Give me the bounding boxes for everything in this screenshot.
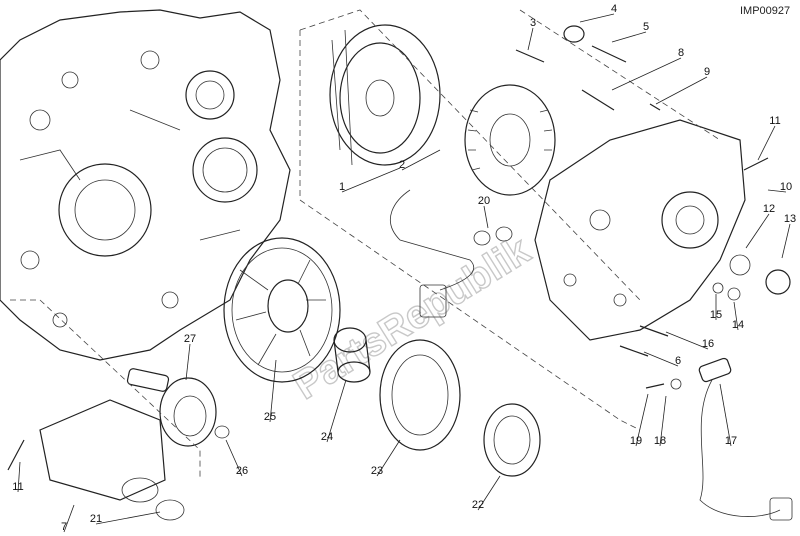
stator — [389, 84, 556, 318]
callout-label-26: 26 — [236, 465, 248, 477]
callout-leader-18 — [659, 395, 667, 447]
crankcase-half — [0, 9, 291, 361]
callout-leader-4 — [579, 13, 615, 23]
watermark-text: PartsRepublik — [286, 228, 538, 408]
starter-gear — [223, 237, 341, 383]
callout-label-3: 3 — [530, 17, 536, 29]
diagram-code: IMP00927 — [740, 5, 790, 17]
callouts: 1234567891011111213141516171819202122232… — [12, 3, 796, 533]
callout-leader-1 — [341, 167, 401, 193]
starter-motor — [7, 399, 185, 521]
callout-leader-11 — [757, 125, 776, 161]
callout-leader-3 — [527, 27, 534, 51]
callout-label-13: 13 — [784, 213, 796, 225]
callout-label-19: 19 — [630, 435, 642, 447]
callout-label-16: 16 — [702, 338, 714, 350]
callout-leader-8 — [611, 57, 682, 91]
callout-leader-27 — [185, 343, 191, 381]
callout-leader-5 — [611, 31, 647, 43]
assembly-lines — [10, 9, 721, 480]
callout-leader-25 — [269, 359, 277, 423]
bushing — [333, 327, 371, 383]
callout-label-18: 18 — [654, 435, 666, 447]
callout-label-4: 4 — [611, 3, 617, 15]
generator-cover — [534, 119, 746, 341]
callout-leader-17 — [719, 383, 732, 447]
callout-label-7: 7 — [61, 521, 67, 533]
callout-label-12: 12 — [763, 203, 775, 215]
callout-leader-20 — [483, 205, 489, 229]
idler-gear — [126, 368, 230, 447]
callout-leader-23 — [376, 439, 401, 477]
callout-leader-16 — [665, 331, 709, 350]
callout-label-10: 10 — [780, 181, 792, 193]
callout-leader-26 — [225, 439, 243, 477]
callout-leader-7 — [63, 504, 75, 533]
freewheel — [483, 403, 541, 477]
callout-label-14: 14 — [732, 319, 744, 331]
callout-label-8: 8 — [678, 47, 684, 59]
callout-label-11: 11 — [769, 115, 780, 127]
callout-leader-6 — [643, 351, 679, 367]
callout-leader-21 — [95, 511, 161, 525]
callout-label-25: 25 — [264, 411, 276, 423]
callout-leader-24 — [326, 379, 347, 443]
callout-leader-10 — [767, 189, 787, 193]
callout-label-22: 22 — [472, 499, 484, 511]
callout-label-9: 9 — [704, 66, 710, 78]
pickup-sensor — [698, 357, 793, 521]
callout-leader-2 — [401, 149, 441, 171]
flywheel-rotor — [329, 24, 441, 166]
callout-label-1: 1 — [339, 181, 345, 193]
fasteners — [473, 25, 791, 390]
callout-label-5: 5 — [643, 21, 649, 33]
callout-label-17: 17 — [725, 435, 737, 447]
callout-leader-12 — [745, 213, 770, 249]
callout-label-20: 20 — [478, 195, 490, 207]
callout-leader-22 — [477, 475, 501, 511]
callout-label-27: 27 — [184, 333, 196, 345]
callout-label-2: 2 — [399, 159, 405, 171]
callout-leader-11 — [17, 461, 21, 493]
clutch-plate — [379, 339, 461, 451]
callout-label-15: 15 — [710, 309, 722, 321]
callout-label-11: 11 — [12, 481, 23, 493]
callout-label-6: 6 — [675, 355, 681, 367]
callout-leader-13 — [781, 223, 791, 259]
callout-label-24: 24 — [321, 431, 333, 443]
callout-leader-19 — [635, 393, 649, 447]
callout-label-21: 21 — [90, 513, 102, 525]
callout-label-23: 23 — [371, 465, 383, 477]
callout-leader-14 — [733, 301, 739, 331]
callout-leader-9 — [655, 76, 708, 105]
